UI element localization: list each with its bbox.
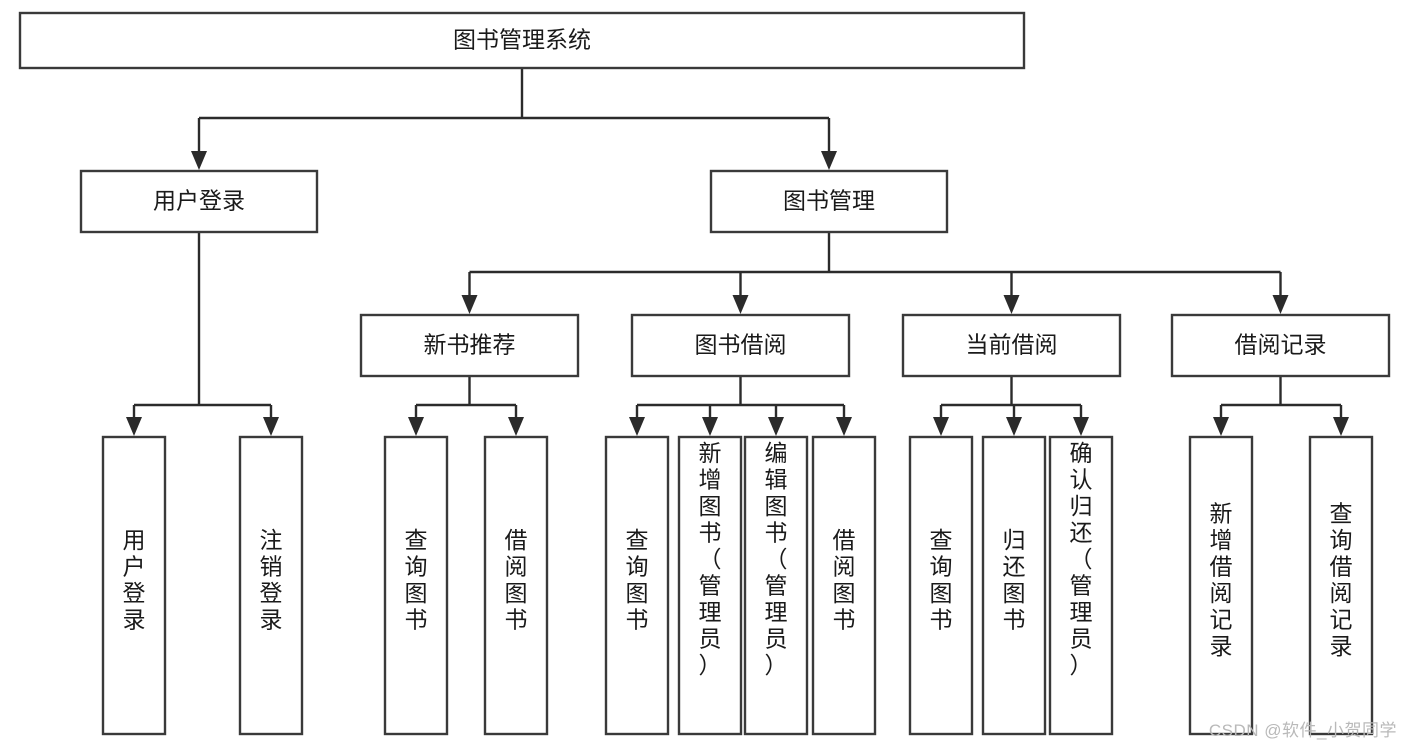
node-borrow-record[interactable]: 借阅记录: [1170, 313, 1391, 378]
node-box-l-add-record[interactable]: [1188, 435, 1254, 736]
node-l-return-book[interactable]: 归还图书: [981, 435, 1047, 736]
arrow-head-icon: [408, 417, 424, 436]
node-label-l-add-record: 新增借阅记录: [1210, 500, 1233, 659]
arrow-head-icon: [263, 417, 279, 436]
node-box-l-query-book-3[interactable]: [908, 435, 974, 736]
node-label-current-borrow: 当前借阅: [966, 332, 1058, 358]
connector-group-borrow-record: [1213, 376, 1349, 436]
node-box-leaf-user-logout[interactable]: [238, 435, 304, 736]
node-box-current-borrow[interactable]: [901, 313, 1122, 378]
arrow-head-icon: [821, 151, 837, 170]
node-box-l-borrow-book-2[interactable]: [811, 435, 877, 736]
node-leaf-user-logout[interactable]: 注销登录: [238, 435, 304, 736]
node-label-l-query-book-1: 查询图书: [405, 527, 428, 633]
node-box-borrow-record[interactable]: [1170, 313, 1391, 378]
node-label-l-query-book-2: 查询图书: [626, 527, 649, 633]
node-box-l-add-book[interactable]: [677, 435, 743, 736]
arrow-head-icon: [732, 295, 749, 314]
node-label-leaf-user-login: 用户登录: [123, 527, 146, 633]
node-box-l-edit-book[interactable]: [743, 435, 809, 736]
node-box-book-manage[interactable]: [709, 169, 949, 234]
node-leaf-user-login[interactable]: 用户登录: [101, 435, 167, 736]
node-label-l-return-book: 归还图书: [1003, 527, 1026, 633]
arrow-head-icon: [1333, 417, 1349, 436]
node-box-book-borrow[interactable]: [630, 313, 851, 378]
node-l-add-book[interactable]: 新增图书（管理员）: [677, 435, 743, 736]
node-label-borrow-record: 借阅记录: [1235, 332, 1327, 358]
node-box-l-confirm-return[interactable]: [1048, 435, 1114, 736]
node-label-l-edit-book: 编辑图书（管理员）: [765, 440, 788, 678]
node-root[interactable]: 图书管理系统: [18, 11, 1026, 70]
node-box-root[interactable]: [18, 11, 1026, 70]
node-box-l-query-record[interactable]: [1308, 435, 1374, 736]
node-label-l-query-book-3: 查询图书: [930, 527, 953, 633]
arrow-head-icon: [1006, 417, 1022, 436]
arrow-head-icon: [1073, 417, 1089, 436]
node-box-new-book-rec[interactable]: [359, 313, 580, 378]
node-label-book-manage: 图书管理: [783, 188, 875, 214]
node-l-query-record[interactable]: 查询借阅记录: [1308, 435, 1374, 736]
arrow-head-icon: [629, 417, 645, 436]
arrow-head-icon: [1213, 417, 1229, 436]
node-label-leaf-user-logout: 注销登录: [260, 527, 283, 633]
connector-group-new-book-rec: [408, 376, 524, 436]
node-box-l-borrow-book-1[interactable]: [483, 435, 549, 736]
node-label-l-confirm-return: 确认归还（管理员）: [1070, 440, 1093, 678]
arrow-head-icon: [126, 417, 142, 436]
arrow-head-icon: [1003, 295, 1020, 314]
node-l-edit-book[interactable]: 编辑图书（管理员）: [743, 435, 809, 736]
connector-group-book-manage: [461, 232, 1289, 314]
connector-group-user-login: [126, 232, 279, 436]
connector-layer: [126, 68, 1349, 436]
node-l-borrow-book-2[interactable]: 借阅图书: [811, 435, 877, 736]
node-l-query-book-3[interactable]: 查询图书: [908, 435, 974, 736]
node-label-l-add-book: 新增图书（管理员）: [699, 440, 722, 678]
connector-group-root: [191, 68, 837, 170]
node-box-l-return-book[interactable]: [981, 435, 1047, 736]
arrow-head-icon: [1272, 295, 1289, 314]
node-label-new-book-rec: 新书推荐: [424, 332, 516, 358]
node-label-book-borrow: 图书借阅: [695, 332, 787, 358]
arrow-head-icon: [836, 417, 852, 436]
node-box-user-login[interactable]: [79, 169, 319, 234]
node-l-query-book-2[interactable]: 查询图书: [604, 435, 670, 736]
node-box-l-query-book-1[interactable]: [383, 435, 449, 736]
arrow-head-icon: [768, 417, 784, 436]
connector-group-book-borrow: [629, 376, 852, 436]
node-label-l-borrow-book-1: 借阅图书: [505, 527, 528, 633]
node-label-root: 图书管理系统: [453, 27, 591, 53]
node-label-l-borrow-book-2: 借阅图书: [833, 527, 856, 633]
arrow-head-icon: [461, 295, 478, 314]
connector-group-current-borrow: [933, 376, 1089, 436]
node-layer: 图书管理系统用户登录图书管理新书推荐图书借阅当前借阅借阅记录用户登录注销登录查询…: [18, 11, 1391, 736]
arrow-head-icon: [191, 151, 207, 170]
arrow-head-icon: [508, 417, 524, 436]
arrow-head-icon: [933, 417, 949, 436]
node-box-l-query-book-2[interactable]: [604, 435, 670, 736]
node-box-leaf-user-login[interactable]: [101, 435, 167, 736]
node-current-borrow[interactable]: 当前借阅: [901, 313, 1122, 378]
node-label-user-login: 用户登录: [153, 188, 245, 214]
node-book-manage[interactable]: 图书管理: [709, 169, 949, 234]
node-l-query-book-1[interactable]: 查询图书: [383, 435, 449, 736]
node-label-l-query-record: 查询借阅记录: [1330, 500, 1353, 659]
arrow-head-icon: [702, 417, 718, 436]
node-user-login[interactable]: 用户登录: [79, 169, 319, 234]
node-l-confirm-return[interactable]: 确认归还（管理员）: [1048, 435, 1114, 736]
node-l-add-record[interactable]: 新增借阅记录: [1188, 435, 1254, 736]
node-new-book-rec[interactable]: 新书推荐: [359, 313, 580, 378]
node-l-borrow-book-1[interactable]: 借阅图书: [483, 435, 549, 736]
node-book-borrow[interactable]: 图书借阅: [630, 313, 851, 378]
